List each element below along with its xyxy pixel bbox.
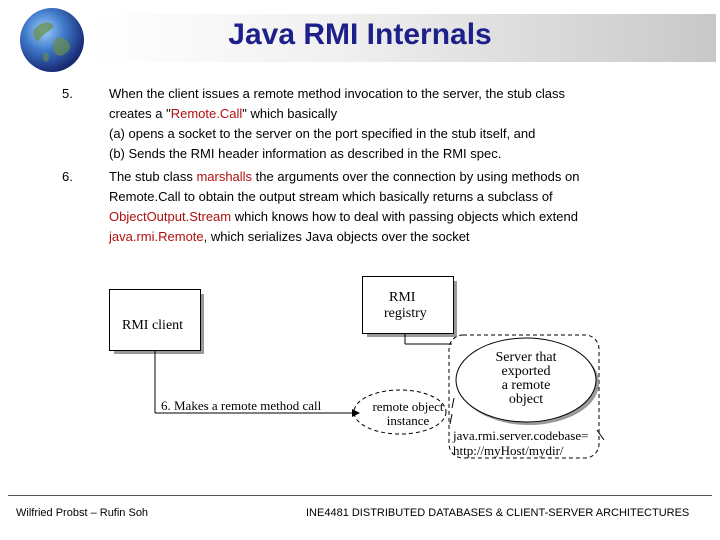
globe-icon (20, 8, 84, 72)
server-label: Server that exported a remote object (495, 350, 557, 407)
call-label: 6. Makes a remote method call (161, 398, 322, 413)
footer-author: Wilfried Probst – Rufin Soh (16, 507, 149, 519)
rmi-registry-box: RMI registry (362, 276, 454, 334)
item-number: 6. (62, 169, 73, 184)
remote-object-label: remote object instance (372, 399, 444, 428)
footer-course: INE4481 DISTRIBUTED DATABASES & CLIENT-S… (306, 507, 690, 519)
codebase-label: java.rmi.server.codebase= http://myHost/… (453, 428, 589, 458)
title-bar (90, 14, 716, 62)
footer-divider (8, 495, 712, 496)
page-title: Java RMI Internals (228, 18, 492, 51)
item-text: When the client issues a remote method i… (109, 86, 565, 161)
rmi-client-box: RMI client (109, 289, 201, 351)
item-number: 5. (62, 86, 73, 101)
item-text: The stub class marshalls the arguments o… (109, 169, 580, 244)
